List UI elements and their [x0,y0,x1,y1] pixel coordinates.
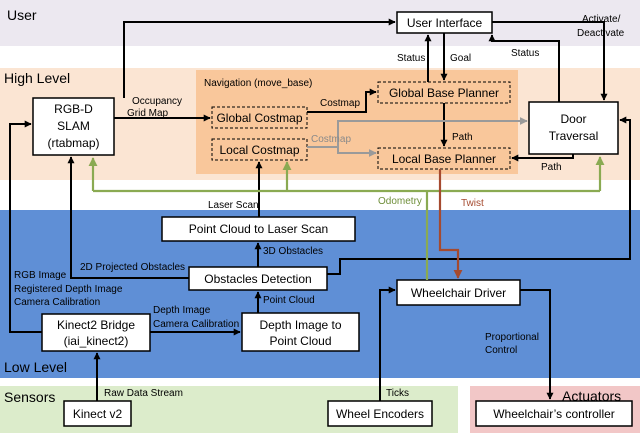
edge-label-camera-calibration-left: Camera Calibration [14,297,100,308]
arrow-twist-to-driver [438,169,463,279]
point-cloud-to-laser-scan-label: Point Cloud to Laser Scan [189,222,328,236]
global-costmap-box [211,106,308,129]
local-costmap-box [211,138,308,161]
wheelchairs-controller-label: Wheelchair’s controller [493,407,615,421]
high-level-layer-title: High Level [4,70,70,86]
edge-label-activate: Activate/ [582,14,621,25]
door-traversal-label-line2: Traversal [549,129,599,143]
arrow-global-costmap-to-global-planner [307,88,377,113]
edge-label-path-right: Path [541,162,562,173]
edge-label-grid-map: Grid Map [127,108,169,119]
edge-label-costmap-top: Costmap [320,98,360,109]
arrow-encoders-to-driver [379,286,396,401]
wheelchair-driver-box [396,279,521,306]
local-base-planner-box [377,147,511,170]
kinect2-bridge-label-line2: (iai_kinect2) [64,334,129,348]
wheelchairs-controller-box [475,400,633,427]
local-base-planner-label: Local Base Planner [392,152,496,166]
kinect-v2-box [63,400,132,427]
user-layer-title: User [7,7,37,23]
edge-label-occupancy: Occupancy [132,96,182,107]
edge-label-goal: Goal [450,53,471,64]
local-costmap-label: Local Costmap [219,143,299,157]
arrow-driver-to-controller [520,289,554,400]
arrow-local-costmap-to-door [307,117,528,148]
kinect-v2-label: Kinect v2 [73,407,123,421]
depth-image-to-point-cloud-label-line1: Depth Image to [259,318,341,332]
edge-label-path-top: Path [452,132,473,143]
arrow-user-interface-to-door [492,21,608,101]
edge-label-costmap-gray: Costmap [311,134,351,145]
edge-label-status-right: Status [511,48,539,59]
depth-image-to-point-cloud-label-line2: Point Cloud [269,334,331,348]
global-base-planner-box [377,81,511,104]
global-costmap-label: Global Costmap [216,111,302,125]
arrow-local-costmap-to-local-planner [337,147,377,157]
edge-label-deactivate: Deactivate [577,28,625,39]
wheelchair-driver-label: Wheelchair Driver [411,286,506,300]
navigation-group-title: Navigation (move_base) [204,78,312,89]
edge-label-odometry: Odometry [378,196,422,207]
edge-label-depth-image: Depth Image [153,305,211,316]
arrow-door-to-user-interface [488,34,560,102]
arrow-door-to-local-planner [511,154,574,162]
door-traversal-label-line1: Door [560,112,586,126]
point-cloud-to-laser-scan-box [161,216,356,242]
wheel-encoders-label: Wheel Encoders [336,407,424,421]
rgbd-slam-label-line2: SLAM [57,119,90,133]
edge-label-2d-projected: 2D Projected Obstacles [80,262,185,273]
edge-label-twist: Twist [461,198,484,209]
depth-image-to-point-cloud-box [241,312,360,352]
edge-label-ticks: Ticks [386,388,409,399]
edge-label-3d-obstacles: 3D Obstacles [263,246,323,257]
kinect2-bridge-label-line1: Kinect2 Bridge [57,318,135,332]
edge-label-camera-calibration-right: Camera Calibration [153,319,239,330]
edge-label-registered-depth: Registered Depth Image [14,284,123,295]
rgbd-slam-label-line3: (rtabmap) [47,136,99,150]
edge-label-raw-data-stream: Raw Data Stream [104,388,183,399]
door-traversal-box [528,101,619,155]
arrow-obstacles-to-slam [67,156,189,279]
global-base-planner-label: Global Base Planner [389,86,499,100]
arrow-obstacles-to-door [327,116,631,275]
edge-label-rgb-image: RGB Image [14,270,67,281]
edge-label-status-left: Status [397,53,425,64]
edge-label-laser-scan: Laser Scan [208,200,259,211]
low-level-layer-title: Low Level [4,359,67,375]
edge-label-point-cloud: Point Cloud [263,295,315,306]
arrow-kinect-bridge-to-slam [9,120,42,333]
obstacles-detection-label: Obstacles Detection [204,272,311,286]
arrow-slam-to-user-interface [123,18,396,98]
user-interface-label: User Interface [407,16,483,30]
edge-label-control: Control [485,345,517,356]
sensors-layer-title: Sensors [4,389,55,405]
rgbd-slam-label-line1: RGB-D [54,102,93,116]
actuators-layer-title: Actuators [562,388,621,404]
edge-label-proportional: Proportional [485,332,539,343]
rgbd-slam-box [32,97,115,156]
